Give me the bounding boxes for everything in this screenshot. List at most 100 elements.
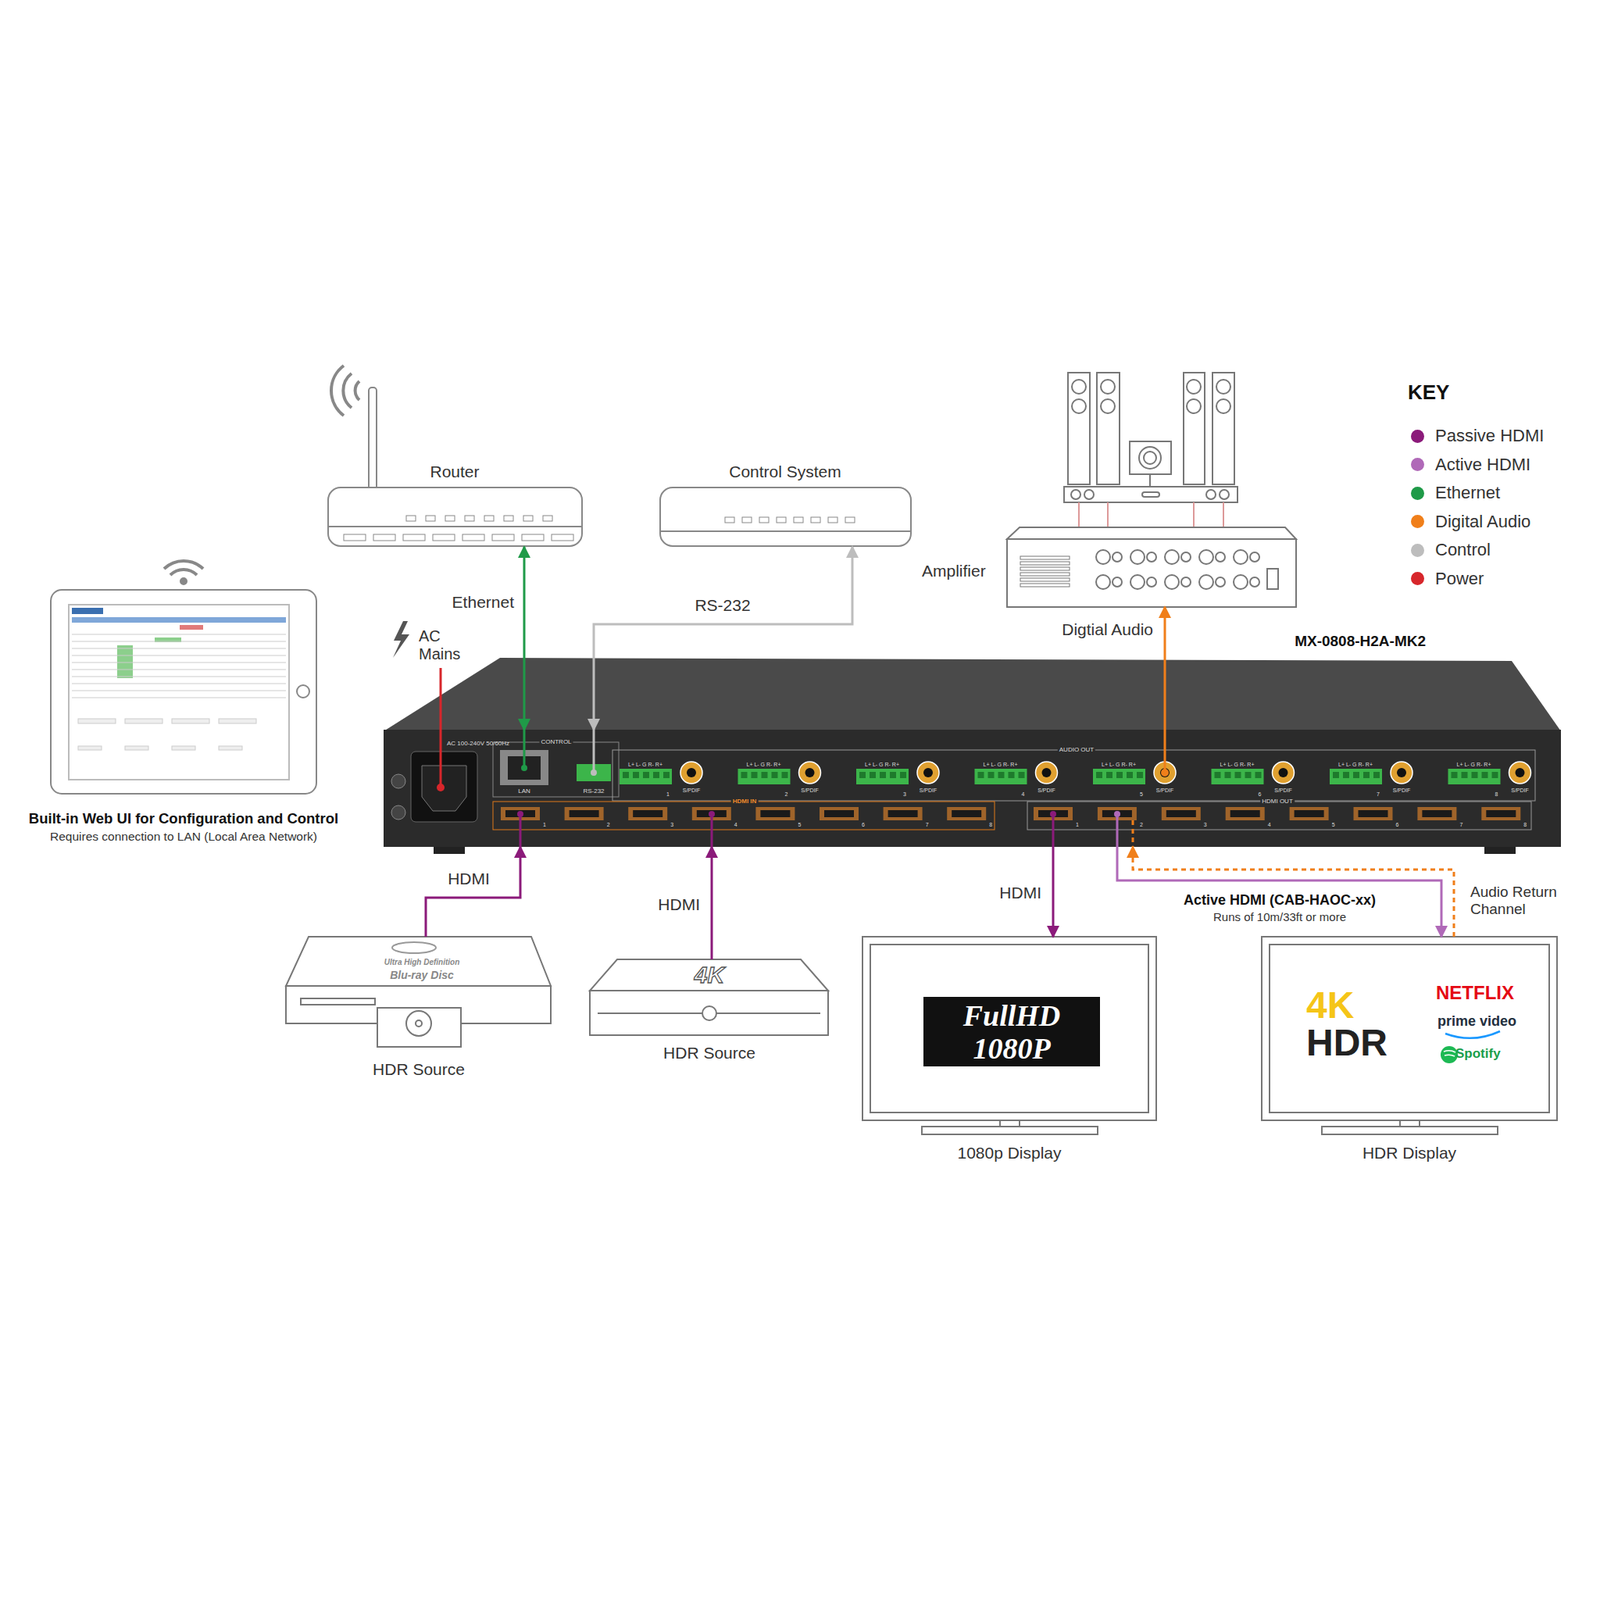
port-label: L+ L- G R- R+ (1338, 761, 1373, 768)
port-label: S/PDIF (1274, 787, 1293, 793)
amplifier-controls (1020, 578, 1070, 582)
bluray-player (377, 1007, 461, 1047)
port-label: 7 (925, 821, 929, 828)
port-label: 6 (1258, 791, 1262, 797)
device-leds (343, 515, 855, 541)
tablet-icon (71, 617, 286, 623)
panel-ports (1225, 807, 1265, 821)
amplifier-controls (1146, 552, 1157, 562)
signal-connector (710, 846, 714, 960)
port-cable-stubs (521, 764, 528, 772)
port-label: 8 (1495, 791, 1499, 797)
legend-text: Power (1435, 568, 1484, 590)
port-label: 2 (785, 791, 789, 797)
port-label: L+ L- G R- R+ (746, 761, 782, 768)
matrix-switch: MX-0808-H2A-MK2 (383, 729, 1561, 847)
panel-ports (622, 771, 629, 779)
port-label: 5 (1139, 791, 1143, 797)
hdr-display (1445, 1031, 1500, 1039)
panel-ports (1038, 810, 1068, 818)
panel-ports (888, 810, 918, 818)
panel-ports (1278, 767, 1289, 778)
amplifier-controls (1112, 577, 1122, 587)
annotation: LAN (517, 788, 531, 795)
device-leds (425, 515, 436, 522)
amplifier-controls (1233, 575, 1248, 590)
port-label: 4 (734, 821, 738, 828)
port-label: 1 (542, 821, 547, 828)
port-label: S/PDIF (1392, 787, 1411, 793)
amplifier-controls (1020, 567, 1070, 571)
amplifier-icon (1007, 527, 1297, 540)
matrix-switch-chassis (383, 657, 1561, 854)
amplifier-controls (1020, 572, 1070, 576)
speaker-set (1206, 489, 1216, 500)
panel-ports (1329, 768, 1383, 785)
port-label: L+ L- G R- R+ (1101, 761, 1136, 768)
amplifier-controls (1164, 550, 1179, 565)
legend-row: Power (1406, 564, 1544, 594)
tablet-icon (164, 560, 204, 575)
amplifier-controls (1233, 550, 1248, 565)
speaker-set (1100, 399, 1115, 414)
annotation: AC Mains (418, 627, 466, 664)
4k-media-player (589, 959, 829, 1036)
tablet-screen-rows (71, 634, 286, 750)
panel-ports (998, 771, 1005, 779)
annotation: HDMI IN (731, 798, 759, 805)
router-icon (328, 525, 583, 528)
annotation: AC 100-240V 50/60Hz (446, 740, 510, 747)
connector-label: Ethernet (450, 592, 516, 612)
ac-mains-wire (439, 667, 443, 788)
matrix-switch-chassis (391, 805, 406, 820)
matrix-switch-chassis (391, 774, 406, 789)
router-icon (368, 387, 377, 493)
port-cable-stubs (1160, 768, 1169, 777)
panel-ports (1214, 771, 1222, 779)
panel-ports (923, 767, 933, 778)
panel-ports (642, 771, 650, 779)
panel-ports (975, 768, 1028, 785)
annotation: CONTROL (539, 739, 573, 746)
port-cable-stubs (592, 729, 596, 773)
connector-label: RS-232 (692, 596, 752, 615)
panel-ports (1225, 771, 1232, 779)
legend-text: Digital Audio (1435, 511, 1531, 533)
connector-label: HDMI (656, 895, 702, 915)
panel-ports (1211, 768, 1265, 785)
amplifier-controls (1215, 552, 1225, 562)
bluray-player (285, 936, 551, 1047)
device-leds (759, 517, 769, 523)
panel-ports (1230, 810, 1261, 818)
speaker-set (1064, 486, 1238, 503)
router-icon (328, 487, 583, 547)
panel-ports (564, 807, 604, 821)
panel-ports (1461, 771, 1468, 779)
amplifier-controls (1096, 550, 1111, 565)
panel-ports (879, 771, 886, 779)
device-leds (484, 515, 494, 522)
hdr-display (1261, 936, 1558, 1121)
port-label: 8 (989, 821, 993, 828)
tablet-screen-rows (125, 718, 163, 724)
panel-ports (978, 771, 985, 779)
node-sublabel: Requires connection to LAN (Local Area N… (50, 829, 318, 844)
amplifier-controls (1020, 556, 1070, 560)
signal-connector (593, 546, 853, 730)
port-label: 2 (607, 821, 611, 828)
legend-title: KEY (1407, 381, 1450, 405)
port-label: 7 (1376, 791, 1380, 797)
node-sublabel: prime video (1437, 1013, 1517, 1030)
port-cable-stubs (708, 810, 715, 818)
panel-ports (1485, 810, 1516, 818)
port-label: L+ L- G R- R+ (983, 761, 1018, 768)
tablet-screen-rows (71, 676, 286, 678)
panel-ports (1166, 810, 1197, 818)
port-label: 2 (1139, 821, 1143, 828)
port-label: S/PDIF (800, 787, 819, 793)
panel-ports (1481, 807, 1521, 821)
panel-ports (1390, 761, 1413, 784)
legend-row: Digital Audio (1406, 507, 1544, 537)
panel-ports (1096, 771, 1103, 779)
speaker-set (1212, 372, 1235, 485)
